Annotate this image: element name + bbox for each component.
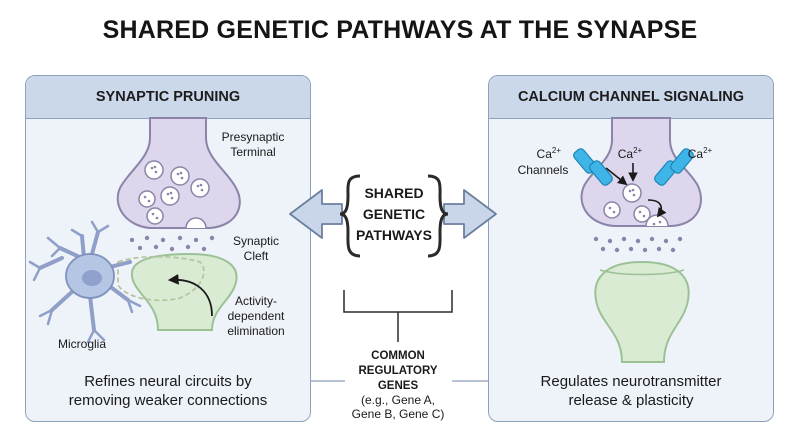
pathways-label: PATHWAYS <box>356 227 432 243</box>
pruning-caption-line2: removing weaker connections <box>68 392 268 409</box>
elimination-arrow <box>167 273 213 317</box>
dependent-label: dependent <box>228 309 285 323</box>
right-postsynaptic-spine <box>594 260 690 363</box>
channels-label: Channels <box>518 163 569 177</box>
shared-label: SHARED <box>364 185 423 201</box>
regulatory-label: REGULATORY <box>358 365 437 377</box>
ca-middle-label: Ca2+ <box>618 146 643 161</box>
calcium-channel-right <box>654 148 694 186</box>
right-cleft-neurotransmitters <box>593 236 683 253</box>
ca-channels-ion-label: Ca2+ <box>537 146 562 161</box>
gene-examples-line2: Gene B, Gene C) <box>352 407 445 421</box>
genetic-label: GENETIC <box>363 206 425 222</box>
terminal-label: Terminal <box>230 145 275 159</box>
diagram-title: SHARED GENETIC PATHWAYS AT THE SYNAPSE <box>102 16 698 44</box>
cleft-label: Cleft <box>244 249 269 263</box>
vesicle-release-arrow <box>647 199 667 218</box>
calcium-influx-arrow-left <box>605 167 628 186</box>
calcium-caption-line2: release & plasticity <box>568 392 694 409</box>
gene-bracket <box>343 290 453 313</box>
microglia-cell <box>28 220 142 344</box>
calcium-signaling-header: CALCIUM CHANNEL SIGNALING <box>489 76 773 119</box>
activity-label: Activity- <box>235 294 277 308</box>
gene-examples-line1: (e.g., Gene A, <box>361 393 435 407</box>
synaptic-label: Synaptic <box>233 234 279 248</box>
common-label: COMMON <box>371 350 425 362</box>
microglia-label: Microglia <box>58 337 106 351</box>
calcium-caption-line1: Regulates neurotransmitter <box>540 373 722 390</box>
ca-right-label: Ca2+ <box>688 146 713 161</box>
synaptic-pruning-header: SYNAPTIC PRUNING <box>26 76 310 119</box>
genes-label: GENES <box>378 380 419 392</box>
left-curly-brace <box>339 174 361 258</box>
left-cleft-neurotransmitters <box>129 235 215 252</box>
right-curly-brace <box>427 174 449 258</box>
elimination-label: elimination <box>227 324 284 338</box>
arrow-to-right-panel <box>443 189 497 239</box>
left-presynaptic-terminal <box>116 117 241 229</box>
left-postsynaptic-spine <box>117 252 238 331</box>
arrow-to-left-panel <box>289 189 343 239</box>
calcium-channel-left <box>573 148 613 186</box>
presynaptic-label: Presynaptic <box>222 130 285 144</box>
pruning-caption-line1: Refines neural circuits by <box>84 373 252 390</box>
